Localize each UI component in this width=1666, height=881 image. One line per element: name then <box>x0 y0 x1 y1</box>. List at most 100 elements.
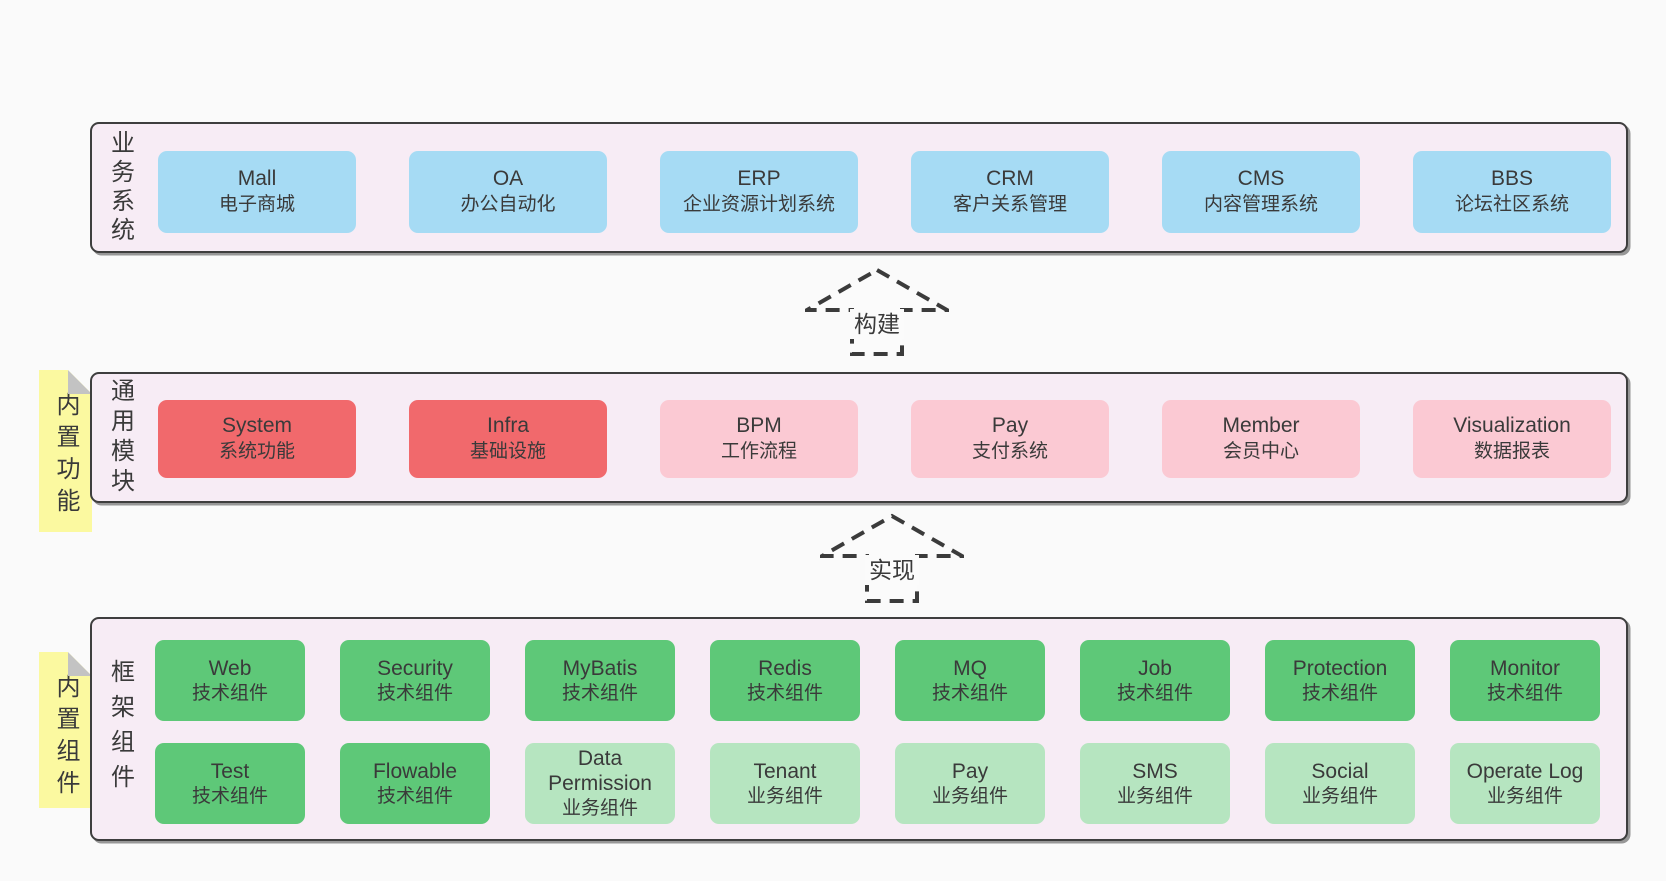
box-title: ERP <box>737 167 781 190</box>
box-title: OA <box>492 167 524 190</box>
arrow-label: 实现 <box>865 555 919 585</box>
diagram-box-data-permission: Data Permission 业务组件 <box>525 743 675 824</box>
diagram-box-erp: ERP 企业资源计划系统 <box>660 151 858 233</box>
box-subtitle: 技术组件 <box>1486 682 1563 704</box>
box-title: Monitor <box>1489 656 1561 680</box>
box-title: Visualization <box>1453 414 1571 437</box>
box-subtitle: 业务组件 <box>1486 785 1563 807</box>
diagram-box-cms: CMS 内容管理系统 <box>1162 151 1360 233</box>
box-title: Member <box>1222 414 1300 437</box>
box-title: Flowable <box>372 759 458 783</box>
box-subtitle: 论坛社区系统 <box>1454 194 1569 215</box>
box-title: MyBatis <box>562 656 638 680</box>
box-subtitle: 业务组件 <box>1301 785 1378 807</box>
box-subtitle: 技术组件 <box>376 785 453 807</box>
diagram-box-member: Member 会员中心 <box>1162 400 1360 478</box>
box-title: Protection <box>1292 656 1388 680</box>
diagram-box-bbs: BBS 论坛社区系统 <box>1413 151 1611 233</box>
box-title: Infra <box>486 414 530 437</box>
box-subtitle: 数据报表 <box>1473 441 1550 462</box>
box-subtitle: 技术组件 <box>191 785 268 807</box>
box-title: Pay <box>991 414 1029 437</box>
box-title: CRM <box>986 167 1034 190</box>
diagram-box-system: System 系统功能 <box>158 400 356 478</box>
box-row: System 系统功能 Infra 基础设施 BPM 工作流程 Pay 支付系统 Member 会… <box>158 400 1611 478</box>
box-title: MQ <box>953 656 987 680</box>
box-subtitle: 办公自动化 <box>460 194 556 215</box>
box-subtitle: 基础设施 <box>469 441 546 462</box>
layer-side-label: 通用模块 <box>106 377 134 498</box>
sticky-note-builtin-features: 内置功能 <box>39 370 92 532</box>
diagram-box-mall: Mall 电子商城 <box>158 151 356 233</box>
box-title: BBS <box>1490 167 1534 190</box>
box-title: Data Permission <box>548 747 652 795</box>
box-title: CMS <box>1237 167 1285 190</box>
box-title: Mall <box>237 167 277 190</box>
box-title: Web <box>208 656 252 680</box>
box-title: System <box>221 414 292 437</box>
box-subtitle: 客户关系管理 <box>952 194 1067 215</box>
diagram-box-visualization: Visualization 数据报表 <box>1413 400 1611 478</box>
box-subtitle: 企业资源计划系统 <box>682 194 835 215</box>
box-subtitle: 支付系统 <box>971 441 1048 462</box>
box-title: Pay <box>951 759 989 783</box>
box-subtitle: 系统功能 <box>218 441 295 462</box>
layer-side-label: 业务系统 <box>106 129 134 246</box>
box-title: Job <box>1138 656 1172 680</box>
diagram-box-infra: Infra 基础设施 <box>409 400 607 478</box>
note-fold-corner <box>68 370 92 394</box>
layer-business-systems: 业务系统 Mall 电子商城 OA 办公自动化 ERP 企业资源计划系统 CRM 客户关系管理… <box>90 122 1628 253</box>
dashed-up-arrow-implement: 实现 <box>820 512 964 604</box>
box-title: Security <box>377 656 453 680</box>
box-subtitle: 技术组件 <box>746 682 823 704</box>
box-subtitle: 工作流程 <box>720 441 797 462</box>
box-subtitle: 技术组件 <box>376 682 453 704</box>
note-fold-corner <box>68 652 92 676</box>
box-row: Mall 电子商城 OA 办公自动化 ERP 企业资源计划系统 CRM 客户关系管理 CMS 内容… <box>158 151 1611 233</box>
layer-common-modules: 通用模块 System 系统功能 Infra 基础设施 BPM 工作流程 Pay 支付系统 Me… <box>90 372 1628 503</box>
box-subtitle: 业务组件 <box>1116 785 1193 807</box>
box-title: BPM <box>736 414 782 437</box>
box-subtitle: 技术组件 <box>1301 682 1378 704</box>
diagram-box-crm: CRM 客户关系管理 <box>911 151 1109 233</box>
note-label: 内置功能 <box>52 392 79 520</box>
box-title: Test <box>210 759 250 783</box>
box-subtitle: 业务组件 <box>931 785 1008 807</box>
box-subtitle: 技术组件 <box>191 682 268 704</box>
box-subtitle: 电子商城 <box>218 194 295 215</box>
box-subtitle: 内容管理系统 <box>1203 194 1318 215</box>
layer-side-label: 框架组件 <box>106 659 134 799</box>
box-title: Operate Log <box>1466 759 1584 783</box>
box-subtitle: 会员中心 <box>1222 441 1299 462</box>
box-title: Redis <box>758 656 812 680</box>
box-subtitle: 技术组件 <box>931 682 1008 704</box>
box-title: SMS <box>1132 759 1178 783</box>
box-subtitle: 业务组件 <box>746 785 823 807</box>
box-subtitle: 业务组件 <box>561 798 638 819</box>
sticky-note-builtin-components: 内置组件 <box>39 652 92 808</box>
box-subtitle: 技术组件 <box>561 682 638 704</box>
box-title: Tenant <box>753 759 817 783</box>
note-label: 内置组件 <box>52 674 79 802</box>
box-subtitle: 技术组件 <box>1116 682 1193 704</box>
diagram-box-bpm: BPM 工作流程 <box>660 400 858 478</box>
